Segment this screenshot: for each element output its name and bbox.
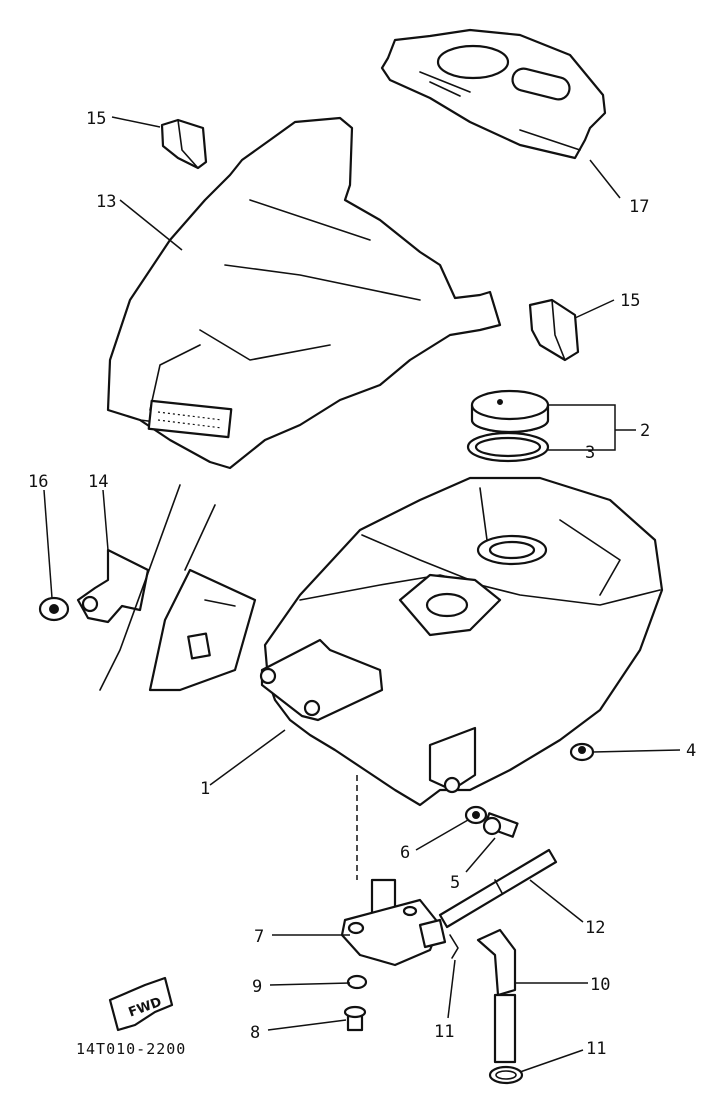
part-2-fuel-cap [470, 389, 550, 434]
part-3-gasket [466, 431, 550, 463]
callout-17: 17 [629, 197, 649, 217]
part-17-top-cover [380, 28, 607, 160]
callout-16: 16 [28, 472, 48, 492]
part-6-washer [464, 805, 488, 825]
callout-4: 4 [686, 741, 696, 761]
callout-5: 5 [450, 873, 460, 893]
fwd-arrow-icon: FWD [108, 976, 174, 1032]
part-14-bracket [76, 548, 150, 624]
part-13-fender-cover [106, 116, 502, 470]
part-7-fuel-cock [340, 878, 447, 967]
part-9-washer [346, 974, 368, 990]
callout-14: 14 [88, 472, 108, 492]
callout-7: 7 [254, 927, 264, 947]
callout-6: 6 [400, 843, 410, 863]
callout-11-upper: 11 [434, 1022, 454, 1042]
callout-10: 10 [590, 975, 610, 995]
callout-9: 9 [252, 977, 262, 997]
leader-lines [43, 116, 681, 1073]
callout-1: 1 [200, 779, 210, 799]
part-15-clip-lower [528, 298, 580, 362]
frame-section [99, 484, 257, 692]
callout-11-lower: 11 [586, 1039, 606, 1059]
callout-2: 2 [640, 421, 650, 441]
part-5-bolt [482, 812, 519, 838]
callout-3: 3 [585, 443, 595, 463]
callout-labels: 15 13 17 15 2 3 16 14 1 4 6 5 12 7 9 10 … [28, 109, 696, 1059]
part-15-clip-upper [160, 118, 208, 170]
part-8-screw [343, 1005, 367, 1032]
callout-15-lower: 15 [620, 291, 640, 311]
part-12-hose [438, 848, 558, 929]
callout-12: 12 [585, 918, 605, 938]
callout-15-upper: 15 [86, 109, 106, 129]
part-1-fuel-tank [259, 476, 664, 807]
part-16-nut [38, 596, 70, 622]
callout-8: 8 [250, 1023, 260, 1043]
part-11-clip-lower [488, 1065, 524, 1085]
part-11-clip-upper [449, 934, 459, 959]
callout-13: 13 [96, 192, 116, 212]
part-4-grommet [569, 742, 595, 762]
drawing-code: 14T010-2200 [76, 1040, 186, 1058]
part-10-hose [476, 928, 517, 1064]
